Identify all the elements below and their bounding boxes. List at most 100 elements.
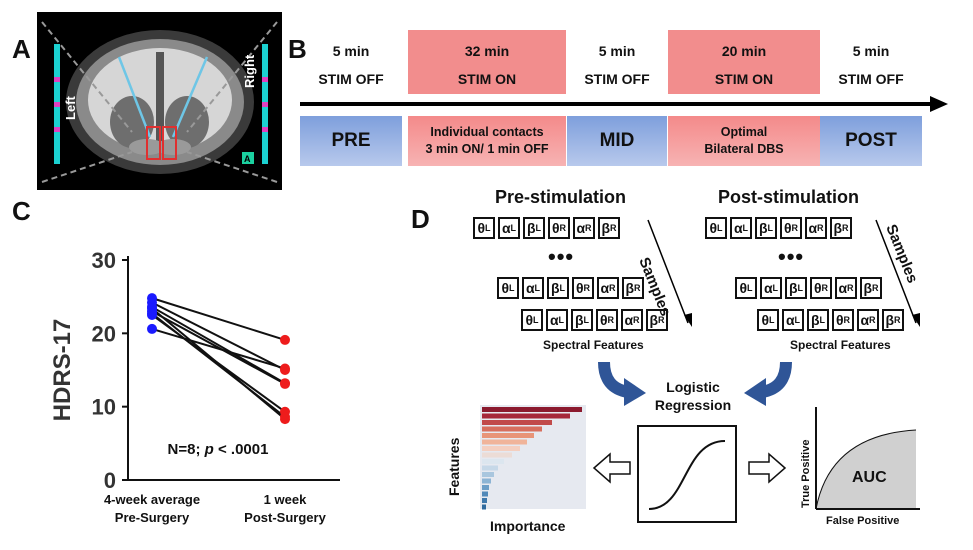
importance-bar bbox=[482, 478, 491, 484]
post-dots: ••• bbox=[778, 244, 805, 269]
subject-line bbox=[151, 306, 286, 385]
feature-symbol: α bbox=[860, 312, 870, 328]
x-category-label: Pre-Surgery bbox=[115, 510, 190, 525]
feature-subscript: R bbox=[609, 283, 616, 293]
feature-subscript: L bbox=[533, 315, 539, 325]
feature-subscript: R bbox=[583, 283, 591, 293]
feature-subscript: L bbox=[558, 315, 565, 325]
significance-annotation: N=8; p < .0001 bbox=[168, 441, 269, 458]
feature-symbol: α bbox=[576, 220, 586, 236]
feature-symbol: α bbox=[763, 280, 773, 296]
feature-subscript: R bbox=[607, 315, 615, 325]
feature-symbol: θ bbox=[477, 220, 486, 236]
importance-bar bbox=[482, 452, 512, 458]
feature-subscript: R bbox=[843, 315, 851, 325]
feature-symbol: α bbox=[733, 220, 743, 236]
feature-subscript: L bbox=[797, 283, 804, 293]
feature-subscript: R bbox=[821, 283, 829, 293]
phase-duration: 5 min bbox=[332, 43, 370, 59]
subject-line bbox=[151, 314, 286, 413]
feature-symbol: α bbox=[785, 312, 795, 328]
feature-subscript: R bbox=[869, 315, 876, 325]
x-category-label: Post-Surgery bbox=[244, 510, 326, 525]
panel-b-letter: B bbox=[288, 34, 307, 64]
pre-spectral-label: Spectral Features bbox=[543, 338, 644, 352]
panel-d-letter: D bbox=[411, 204, 430, 234]
phase-state: STIM OFF bbox=[584, 71, 650, 87]
arrow-to-roc bbox=[748, 452, 787, 484]
feature-symbol: β bbox=[649, 312, 659, 328]
features-axis-label: Features bbox=[446, 437, 462, 496]
y-tick-label: 0 bbox=[104, 468, 116, 493]
feature-symbol: θ bbox=[525, 312, 534, 328]
feature-symbol: β bbox=[833, 220, 843, 236]
feature-subscript: L bbox=[535, 223, 542, 233]
feature-subscript: R bbox=[894, 315, 901, 325]
phase-box-2: MID bbox=[567, 116, 667, 166]
right-curved-arrow bbox=[744, 361, 792, 406]
feature-symbol: α bbox=[808, 220, 818, 236]
phase-duration: 5 min bbox=[598, 43, 636, 59]
feature-subscript: R bbox=[842, 223, 849, 233]
feature-symbol: α bbox=[525, 280, 535, 296]
post-point bbox=[280, 334, 290, 345]
feature-subscript: R bbox=[658, 315, 665, 325]
feature-subscript: L bbox=[559, 283, 566, 293]
timeline-arrow bbox=[300, 96, 948, 112]
pre-dots: ••• bbox=[548, 244, 575, 269]
feature-symbol: β bbox=[601, 220, 611, 236]
feature-symbol: θ bbox=[575, 280, 584, 296]
importance-bar bbox=[482, 504, 486, 510]
feature-symbol: α bbox=[549, 312, 559, 328]
subject-line bbox=[151, 297, 286, 341]
importance-bar bbox=[482, 420, 552, 425]
phase-duration: 20 min bbox=[721, 43, 767, 59]
feature-symbol: θ bbox=[599, 312, 608, 328]
feature-symbol: β bbox=[526, 220, 536, 236]
pre-point bbox=[147, 323, 157, 334]
subject-line bbox=[151, 327, 286, 370]
feature-symbol: α bbox=[838, 280, 848, 296]
feature-subscript: R bbox=[872, 283, 879, 293]
feature-subscript: R bbox=[559, 223, 567, 233]
phase-duration: 5 min bbox=[852, 43, 890, 59]
importance-bar bbox=[482, 472, 494, 477]
phase-duration: 32 min bbox=[464, 43, 510, 59]
x-category-label: 4-week average bbox=[104, 492, 200, 507]
importance-axis-label: Importance bbox=[490, 518, 566, 534]
subject-line bbox=[151, 301, 286, 371]
feature-subscript: R bbox=[791, 223, 799, 233]
panel-c-letter: C bbox=[12, 196, 31, 226]
feature-symbol: α bbox=[624, 312, 634, 328]
feature-subscript: L bbox=[583, 315, 590, 325]
feature-symbol: θ bbox=[761, 312, 770, 328]
feature-symbol: β bbox=[885, 312, 895, 328]
feature-subscript: L bbox=[772, 283, 779, 293]
y-axis-label: HDRS-17 bbox=[49, 319, 76, 422]
pre-samples-arrow bbox=[647, 219, 692, 327]
importance-bar bbox=[482, 433, 534, 438]
